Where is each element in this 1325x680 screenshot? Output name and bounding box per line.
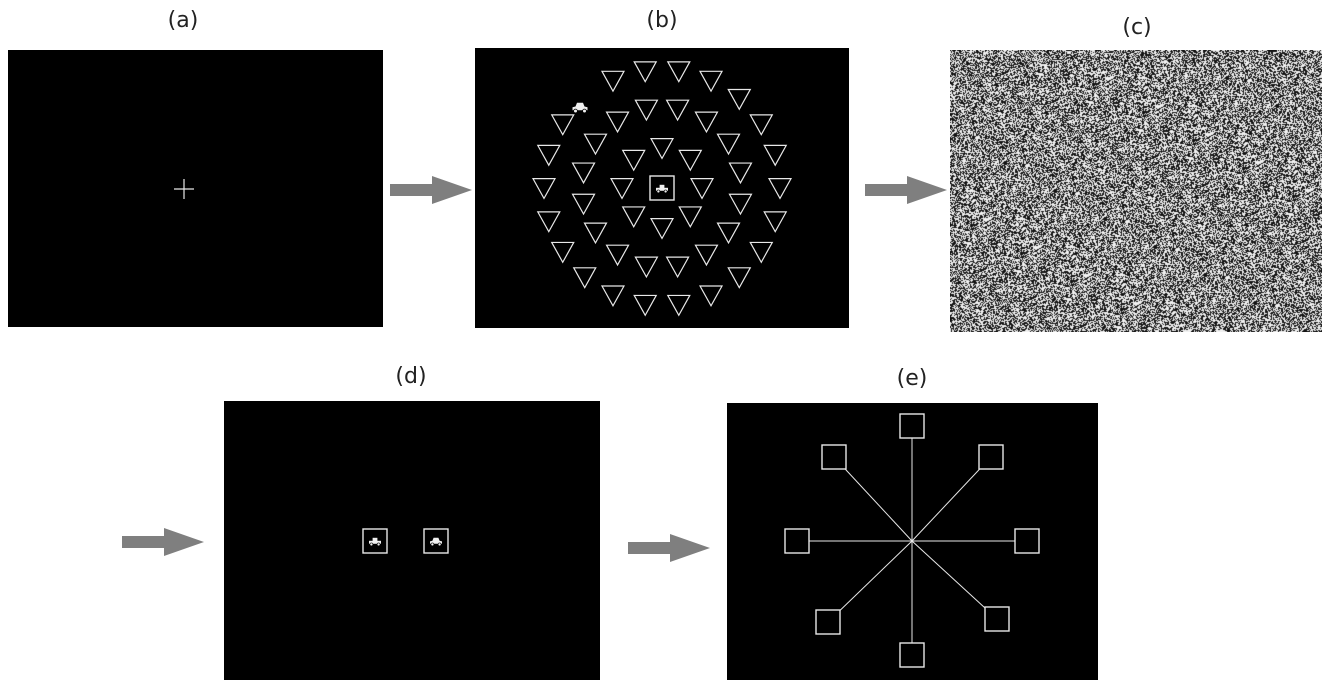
panel-b-label: (b): [646, 8, 678, 33]
triangle-distractor: [728, 162, 753, 185]
noise-mask: [950, 50, 1322, 332]
response-box-4[interactable]: [984, 606, 1010, 632]
triangle-distractor: [605, 111, 630, 134]
triangle-distractor: [678, 149, 703, 172]
response-box-2[interactable]: [978, 444, 1004, 470]
pickup-truck-icon: [369, 537, 381, 547]
panel-a-screen: [8, 50, 383, 327]
triangle-distractor: [727, 88, 752, 111]
triangle-distractor: [550, 241, 575, 264]
panel-b-screen: [475, 48, 849, 328]
response-box-8[interactable]: [821, 444, 847, 470]
probe-display: [362, 528, 449, 554]
triangle-distractor: [649, 138, 675, 160]
triangle-distractor: [716, 222, 741, 245]
triangle-distractor: [536, 211, 561, 233]
response-box-6[interactable]: [815, 609, 841, 635]
car-icon: [572, 102, 588, 114]
triangle-distractor: [728, 193, 753, 216]
triangle-distractor: [583, 222, 608, 245]
center-target-box: [649, 175, 675, 201]
triangle-distractor: [698, 70, 724, 93]
triangle-distractor: [633, 294, 658, 317]
triangle-distractor: [767, 178, 793, 200]
response-box-3[interactable]: [1014, 528, 1040, 554]
panel-e-screen: [727, 403, 1098, 680]
triangle-distractor: [633, 61, 658, 83]
triangle-distractor: [571, 162, 596, 185]
triangle-distractor: [689, 178, 715, 200]
fixation-cross: [174, 179, 194, 199]
arrow-c-to-d: [122, 528, 204, 556]
arrow-b-to-c: [865, 176, 947, 204]
panel-c-label: (c): [1122, 15, 1152, 40]
triangle-distractor: [536, 144, 561, 167]
panel-a-label: (a): [167, 8, 199, 33]
search-array: [531, 61, 793, 317]
panel-d-screen: [224, 401, 600, 680]
triangle-distractor: [600, 285, 626, 308]
arrow-a-to-b: [390, 176, 472, 204]
pickup-truck-icon: [656, 184, 668, 194]
triangle-distractor: [609, 178, 635, 200]
spoke-line: [911, 456, 992, 542]
triangle-distractor: [749, 114, 774, 136]
triangle-distractor: [694, 111, 719, 134]
triangle-distractor: [634, 256, 659, 279]
probe-right: [423, 528, 449, 554]
response-box-7[interactable]: [784, 528, 810, 554]
car-icon: [430, 537, 442, 547]
panel-d-label: (d): [395, 364, 427, 389]
triangle-distractor: [727, 267, 752, 289]
triangle-distractor: [698, 285, 724, 308]
spoke-line: [911, 540, 998, 620]
triangle-distractor: [716, 133, 741, 156]
triangle-distractor: [649, 218, 675, 240]
response-display: [784, 413, 1040, 668]
triangle-distractor: [666, 61, 691, 83]
triangle-distractor: [634, 99, 659, 122]
triangle-distractor: [665, 256, 690, 279]
triangle-distractor: [665, 99, 690, 122]
triangle-distractor: [621, 149, 646, 172]
triangle-distractor: [605, 244, 630, 267]
panel-e-label: (e): [896, 366, 928, 391]
spoke-line: [827, 540, 913, 623]
triangle-distractor: [694, 244, 719, 267]
panel-c-screen: [950, 50, 1322, 332]
triangle-distractor: [763, 211, 788, 233]
triangle-distractor: [571, 193, 596, 216]
response-box-1[interactable]: [899, 413, 925, 439]
arrow-d-to-e: [628, 534, 710, 562]
triangle-distractor: [763, 144, 788, 167]
response-box-5[interactable]: [899, 642, 925, 668]
triangle-distractor: [678, 206, 703, 228]
triangle-distractor: [583, 133, 608, 156]
triangle-distractor: [666, 294, 691, 317]
triangle-distractor: [572, 267, 597, 289]
triangle-distractor: [550, 114, 575, 136]
probe-left: [362, 528, 388, 554]
spoke-line: [833, 456, 913, 542]
triangle-distractor: [600, 70, 626, 93]
triangle-distractor: [749, 241, 774, 264]
triangle-distractor: [531, 178, 557, 200]
triangle-distractor: [621, 206, 646, 228]
